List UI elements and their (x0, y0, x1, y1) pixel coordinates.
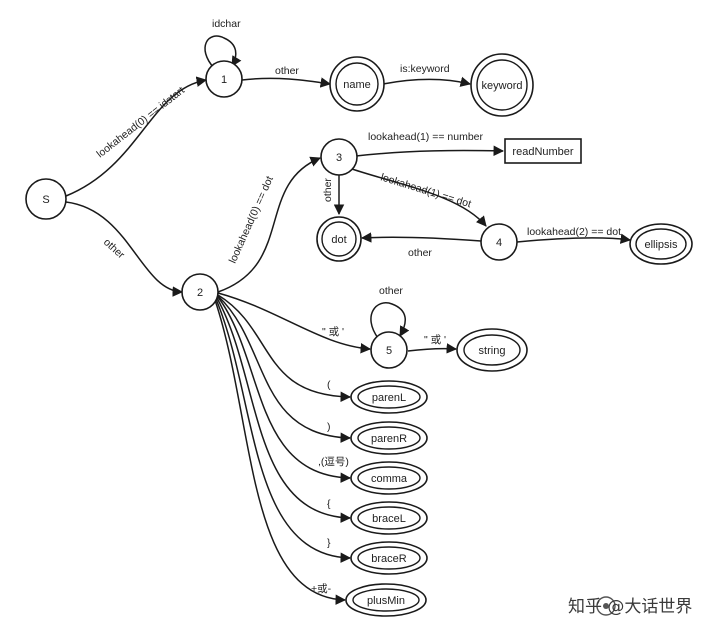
edge-label-5-loop: other (379, 285, 403, 297)
node-plusmin-label: plusMin (367, 595, 405, 607)
node-1: 1 (205, 60, 243, 98)
edge-1-to-name (241, 77, 332, 88)
edge-label-3-to-readnumber: lookahead(1) == number (368, 131, 483, 143)
edge-2-to-3 (217, 156, 321, 293)
edge-3-to-4 (351, 168, 487, 227)
node-bracel-label: braceL (372, 513, 406, 525)
node-4: 4 (480, 223, 518, 261)
node-2-label: 2 (197, 287, 203, 299)
edge-label-s-to-1: lookahead(0) == idstart (94, 84, 187, 160)
edge-2-to-parenl (217, 294, 352, 403)
edge-label-plusmin: +或- (311, 583, 332, 595)
edge-label-bracer: } (327, 537, 331, 549)
node-ellipsis: ellipsis (629, 223, 693, 265)
edge-2-to-5 (217, 292, 372, 354)
edge-2-to-bracel (216, 297, 352, 523)
node-dot: dot (316, 216, 362, 262)
edge-label-2-to-3: lookahead(0) == dot (227, 174, 276, 265)
zhihu-logo-icon (596, 596, 616, 616)
edge-label-3-to-4: lookahead(1) == dot (379, 171, 472, 210)
edges (65, 35, 632, 605)
edge-label-parenl: ( (327, 379, 331, 391)
edge-2-to-parenr (217, 295, 352, 443)
node-name: name (329, 56, 385, 112)
edge-name-to-keyword (382, 76, 472, 87)
edge-label-idchar: idchar (212, 18, 241, 30)
node-parenl-label: parenL (372, 392, 406, 404)
edge-label-comma: ,(逗号) (318, 456, 349, 468)
edge-label-4-to-dot: other (408, 247, 432, 259)
node-5: 5 (370, 331, 408, 369)
node-3: 3 (320, 138, 358, 176)
edge-2-to-plusmin (214, 299, 347, 605)
edge-label-1-to-name: other (275, 65, 299, 77)
node-keyword-label: keyword (482, 80, 523, 92)
node-bracer: braceR (350, 541, 428, 575)
node-1-label: 1 (221, 74, 227, 86)
edge-1-self-loop (204, 35, 242, 69)
edge-label-2-to-5: " 或 ' (322, 326, 344, 338)
node-string-label: string (479, 345, 506, 357)
node-dot-label: dot (331, 234, 346, 246)
edge-5-to-string (407, 343, 458, 354)
node-keyword: keyword (470, 53, 534, 117)
node-readnumber-label: readNumber (512, 146, 573, 158)
edge-label-3-to-dot: other (322, 178, 334, 202)
edge-4-to-dot (360, 232, 482, 243)
edge-label-5-to-string: " 或 ' (424, 334, 446, 346)
edge-3-to-readnumber (355, 145, 505, 157)
edge-label-s-to-2: other (101, 236, 127, 261)
watermark: 知乎 @大话世界 (568, 596, 692, 617)
edge-2-to-bracer (215, 298, 352, 563)
edge-s-to-1 (65, 76, 208, 197)
node-name-label: name (343, 79, 371, 91)
edge-2-to-comma (217, 296, 352, 483)
node-2: 2 (181, 273, 219, 311)
node-comma: comma (350, 461, 428, 495)
watermark-text: 知乎 @大话世界 (568, 597, 692, 617)
node-parenr-label: parenR (371, 433, 407, 445)
edge-4-to-ellipsis (516, 233, 632, 244)
node-ellipsis-label: ellipsis (644, 239, 678, 251)
node-parenl: parenL (350, 380, 428, 414)
node-string: string (456, 328, 528, 372)
node-parenr: parenR (350, 421, 428, 455)
nodes: S 1 name keyword 2 3 (25, 53, 693, 617)
node-bracel: braceL (350, 501, 428, 535)
node-s-label: S (42, 194, 49, 206)
node-readnumber: readNumber (504, 138, 582, 164)
node-plusmin: plusMin (345, 583, 427, 617)
edge-label-bracel: { (327, 498, 331, 510)
edge-s-to-2 (65, 201, 184, 297)
edge-label-name-to-keyword: is:keyword (400, 63, 450, 75)
node-3-label: 3 (336, 152, 342, 164)
edge-label-4-to-ellipsis: lookahead(2) == dot (527, 226, 621, 238)
node-s: S (25, 178, 67, 220)
edge-label-parenr: ) (327, 421, 331, 433)
node-comma-label: comma (371, 473, 408, 485)
edge-5-self-loop (370, 302, 410, 339)
node-bracer-label: braceR (371, 553, 407, 565)
node-5-label: 5 (386, 345, 392, 357)
node-4-label: 4 (496, 237, 502, 249)
